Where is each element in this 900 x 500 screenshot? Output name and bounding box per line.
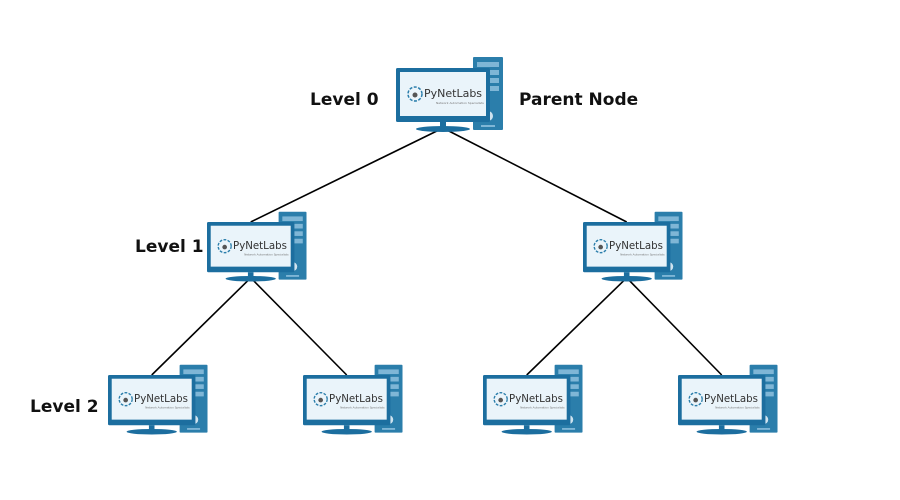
edge-l1-left-l2-b bbox=[250, 277, 348, 376]
svg-text:PyNetLabs: PyNetLabs bbox=[509, 394, 563, 405]
svg-text:PyNetLabs: PyNetLabs bbox=[329, 394, 383, 405]
edge-l1-right-l2-d bbox=[626, 277, 723, 376]
level-1-label: Level 1 bbox=[135, 237, 204, 257]
svg-text:Network Automation Specialists: Network Automation Specialists bbox=[340, 405, 385, 409]
svg-text:Network Automation Specialists: Network Automation Specialists bbox=[620, 252, 665, 256]
svg-text:PyNetLabs: PyNetLabs bbox=[704, 394, 758, 405]
svg-text:Network Automation Specialists: Network Automation Specialists bbox=[520, 405, 565, 409]
svg-text:PyNetLabs: PyNetLabs bbox=[233, 241, 287, 252]
svg-text:PyNetLabs: PyNetLabs bbox=[134, 394, 188, 405]
edges bbox=[151, 127, 723, 376]
edge-root-l1-right bbox=[442, 127, 628, 223]
svg-text:PyNetLabs: PyNetLabs bbox=[609, 241, 663, 252]
level-0-label: Level 0 bbox=[310, 90, 379, 110]
level-2-label: Level 2 bbox=[30, 397, 99, 417]
edge-root-l1-left bbox=[250, 127, 444, 223]
svg-text:Network Automation Specialists: Network Automation Specialists bbox=[436, 101, 484, 105]
monitor-icon bbox=[483, 375, 571, 435]
svg-text:PyNetLabs: PyNetLabs bbox=[424, 87, 482, 100]
svg-text:Network Automation Specialists: Network Automation Specialists bbox=[244, 252, 289, 256]
edge-l1-left-l2-a bbox=[151, 277, 252, 376]
edge-l1-right-l2-c bbox=[526, 277, 628, 376]
svg-text:Network Automation Specialists: Network Automation Specialists bbox=[145, 405, 190, 409]
svg-text:Network Automation Specialists: Network Automation Specialists bbox=[715, 405, 760, 409]
parent-node-label: Parent Node bbox=[519, 90, 639, 110]
